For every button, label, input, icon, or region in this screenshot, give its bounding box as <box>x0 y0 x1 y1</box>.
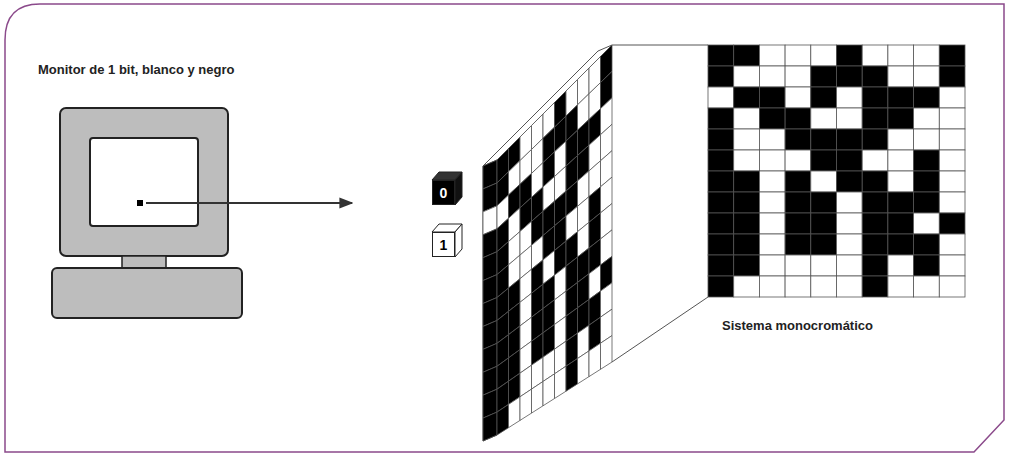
bit-cube: 0 <box>432 180 455 205</box>
grid-caption: Sistema monocromático <box>722 318 873 333</box>
frame <box>5 4 1004 452</box>
projection-line <box>612 45 708 46</box>
monitor-drawing <box>52 108 242 318</box>
bit-value: 0 <box>440 186 448 200</box>
pointer-arrow <box>146 202 352 204</box>
pixel-slab <box>483 45 612 441</box>
projection-line <box>612 297 708 362</box>
cube-faces <box>432 172 462 257</box>
bit-cube: 1 <box>432 232 455 257</box>
pixel-grid <box>708 45 965 297</box>
bit-value: 1 <box>440 238 448 252</box>
monitor-label: Monitor de 1 bit, blanco y negro <box>38 62 234 77</box>
